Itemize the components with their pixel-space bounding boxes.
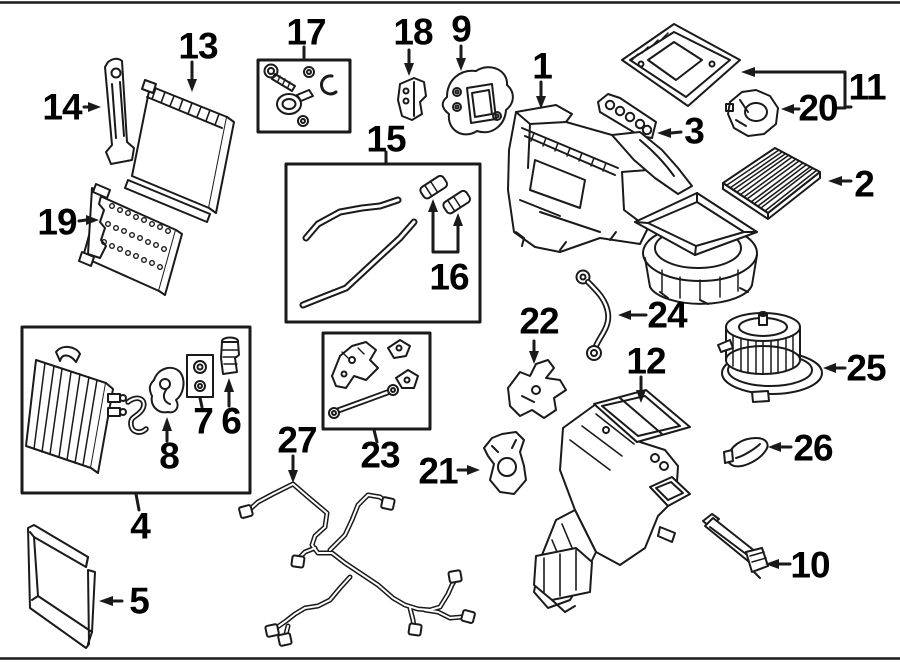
small-valve-drawing <box>397 77 427 121</box>
callout-number-side-bracket: 14 <box>42 86 82 128</box>
callout-number-hvac-housing-assembly: 1 <box>532 45 553 87</box>
callout-number-blower-motor-fan: 25 <box>846 347 886 389</box>
callout-number-pipe-mount-bracket: 8 <box>159 435 180 477</box>
callout-number-control-lever: 10 <box>790 544 830 586</box>
callout-number-heater-pipe-set-box: 15 <box>366 118 406 160</box>
callout-number-air-distribution-housing: 12 <box>626 340 666 382</box>
callout-number-link-rod: 24 <box>647 294 687 336</box>
callout-number-servo-motor: 20 <box>798 87 838 129</box>
hvac-housing-drawing <box>507 104 758 305</box>
heater-pipe-set-drawing <box>284 162 482 324</box>
control-lever-drawing <box>702 513 769 579</box>
heater-core-drawing <box>78 183 183 296</box>
callout-number-wiring-harness: 27 <box>277 419 317 461</box>
wiring-harness-drawing <box>238 481 476 647</box>
support-bracket-drawing <box>507 359 567 419</box>
harness-connectors <box>238 496 476 647</box>
servo-motor-drawing <box>725 89 779 137</box>
side-bracket-drawing <box>104 57 135 165</box>
callout-number-small-valve: 18 <box>393 11 433 53</box>
callout-number-evaporator-core-kit-box: 4 <box>130 505 151 547</box>
seal-frame-drawing <box>27 524 96 649</box>
callout-number-cover-cap: 26 <box>793 427 833 469</box>
cover-cap-drawing <box>723 437 769 468</box>
mounting-bracket-drawing <box>483 431 527 495</box>
callout-number-hardware-kit-box: 17 <box>286 11 326 53</box>
callout-number-heater-core: 19 <box>37 201 77 243</box>
callout-number-mounting-bracket: 21 <box>418 450 458 492</box>
callout-number-housing-seal-frame: 5 <box>129 580 150 622</box>
callout-number-air-intake-cover: 11 <box>848 66 886 108</box>
evaporator-kit-drawing <box>20 325 252 495</box>
cabin-air-filter-drawing <box>722 147 821 220</box>
mounting-plate-gasket-drawing <box>441 66 514 136</box>
evaporator-core-drawing <box>124 79 235 223</box>
hardware-kit-drawing <box>256 58 352 134</box>
callout-number-air-inlet-grille-seal: 3 <box>684 110 705 152</box>
actuator-lever-kit-drawing <box>321 331 432 431</box>
air-inlet-grille-drawing <box>597 93 657 139</box>
callout-number-support-bracket: 22 <box>519 300 559 342</box>
air-distribution-housing-drawing <box>533 389 691 613</box>
callout-number-cabin-air-filter: 2 <box>854 163 875 205</box>
callout-number-evaporator-core: 13 <box>178 25 218 67</box>
air-intake-cover-drawing <box>621 23 741 107</box>
callout-number-expansion-valve: 6 <box>221 400 242 442</box>
blower-motor-drawing <box>717 311 823 403</box>
callout-number-mounting-plate-gasket: 9 <box>451 8 472 50</box>
callout-leaders <box>77 44 853 606</box>
callout-number-actuator-lever-kit-box: 23 <box>360 434 400 476</box>
link-rod-drawing <box>575 269 612 361</box>
callout-number-grommet-set: 7 <box>193 400 214 442</box>
callout-number-pipe-couplers: 16 <box>429 256 469 298</box>
